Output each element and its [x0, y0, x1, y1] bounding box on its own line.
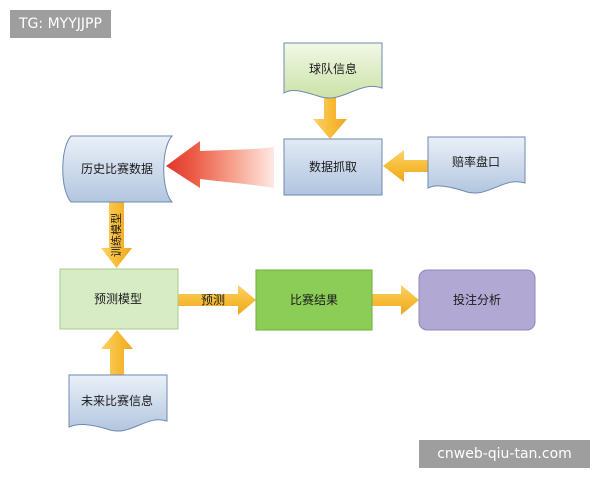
- node-history-shape: [62, 135, 174, 203]
- node-data-fetch-shape: [283, 138, 383, 196]
- telegram-badge: TG: MYYJJPP: [10, 10, 111, 38]
- node-data-fetch-label: 数据抓取: [309, 159, 357, 174]
- edge-label-train-model: 训练模型: [109, 213, 123, 257]
- node-result-shape: [255, 269, 373, 331]
- node-result: 比赛结果: [255, 269, 373, 331]
- node-result-label: 比赛结果: [290, 292, 338, 307]
- node-odds-label: 赔率盘口: [452, 154, 500, 169]
- node-future-label: 未来比赛信息: [81, 393, 153, 408]
- node-bet-label: 投注分析: [453, 292, 501, 307]
- node-future: 未来比赛信息: [68, 374, 168, 432]
- node-model-shape: [59, 268, 179, 330]
- node-team-info: 球队信息: [283, 42, 383, 99]
- node-bet: 投注分析: [418, 269, 536, 331]
- node-model-label: 预测模型: [94, 292, 142, 306]
- arrow-result-to-bet: [372, 285, 419, 315]
- arrow-history-to-model: [101, 202, 132, 268]
- node-bet-shape: [418, 269, 536, 331]
- arrow-future-to-model: [101, 330, 133, 375]
- arrow-team-to-fetch: [313, 97, 347, 139]
- node-odds: 赔率盘口: [427, 136, 526, 194]
- arrow-odds-to-fetch: [383, 150, 428, 182]
- node-odds-shape: [427, 136, 526, 194]
- edge-label-predict: 预测: [201, 293, 225, 307]
- node-team-info-label: 球队信息: [309, 61, 357, 76]
- node-model: 预测模型: [59, 268, 179, 330]
- node-data-fetch: 数据抓取: [283, 138, 383, 196]
- node-future-shape: [68, 374, 168, 432]
- node-history: 历史比赛数据: [62, 135, 174, 203]
- node-history-label: 历史比赛数据: [81, 161, 153, 176]
- arrow-model-to-result: [178, 285, 256, 315]
- arrow-fetch-to-history: [166, 141, 274, 188]
- node-team-info-shape: [283, 42, 383, 99]
- site-watermark: cnweb-qiu-tan.com: [419, 440, 590, 468]
